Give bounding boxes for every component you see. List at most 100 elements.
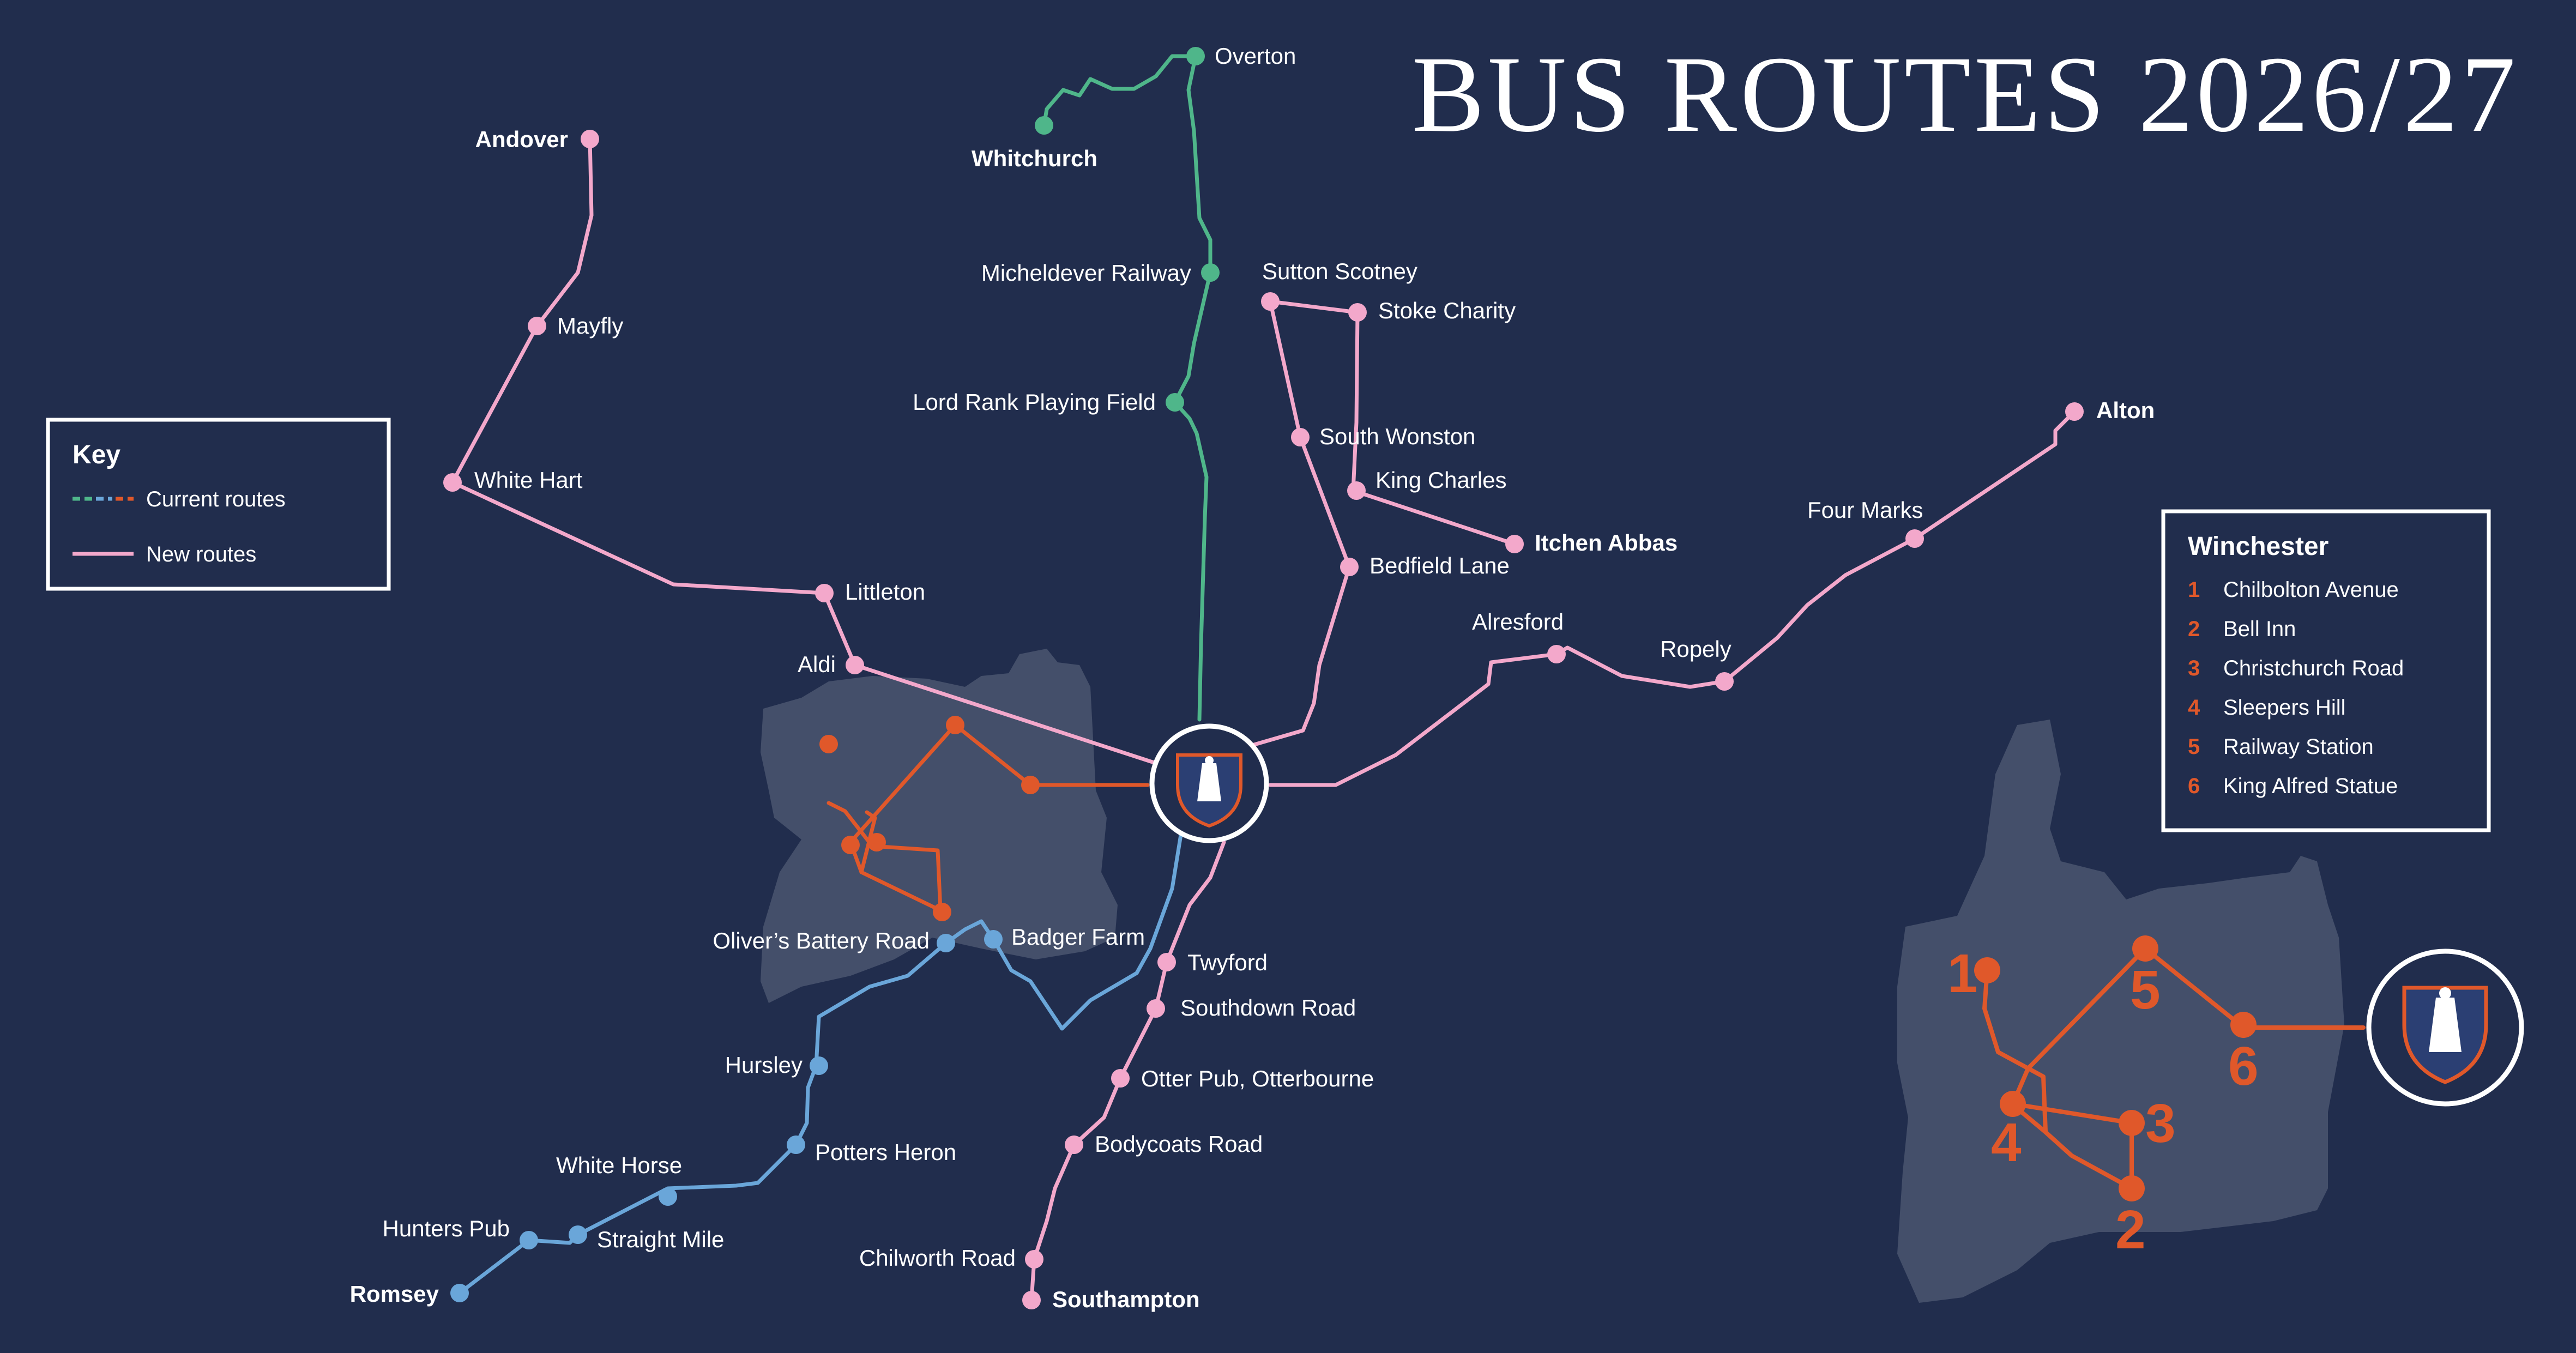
stop-itchen-abbas[interactable] <box>1505 535 1524 553</box>
inset-number-6: 6 <box>2228 1036 2259 1097</box>
crest-figure-icon <box>1197 763 1221 801</box>
route-alton <box>1268 409 2077 787</box>
stop-potters-heron[interactable] <box>787 1135 805 1154</box>
label-lord-rank-playing-field: Lord Rank Playing Field <box>913 389 1156 415</box>
stop-markers-orange <box>819 716 1040 921</box>
inset-stop-6[interactable] <box>2230 1012 2257 1038</box>
stop-orange-2[interactable] <box>933 903 951 921</box>
label-whitchurch: Whitchurch <box>972 146 1097 171</box>
label-stoke-charity: Stoke Charity <box>1378 298 1516 323</box>
label-bodycoats-road: Bodycoats Road <box>1095 1131 1263 1157</box>
stop-orange-4[interactable] <box>841 836 860 854</box>
stop-southdown-road[interactable] <box>1147 999 1165 1018</box>
inset-route-orange <box>2010 946 2366 1191</box>
stop-romsey[interactable] <box>450 1284 469 1302</box>
stop-four-marks[interactable] <box>1905 529 1924 548</box>
crest-head-icon <box>1205 756 1214 765</box>
winchester-hub <box>1149 723 1269 843</box>
inset-stop-markers <box>1974 935 2257 1201</box>
stop-twyford[interactable] <box>1157 953 1176 971</box>
stop-orange-3[interactable] <box>867 833 886 851</box>
stop-overton[interactable] <box>1186 47 1205 65</box>
label-hunters-pub: Hunters Pub <box>383 1216 510 1241</box>
stop-alton[interactable] <box>2065 402 2084 421</box>
label-hursley: Hursley <box>725 1052 803 1078</box>
stop-southampton[interactable] <box>1022 1291 1041 1309</box>
winchester-inset-city-area <box>1897 720 2344 1303</box>
stop-lord-rank-playing-field[interactable] <box>1166 393 1184 412</box>
stop-olivers-battery-road[interactable] <box>937 934 955 952</box>
inset-stop-3[interactable] <box>2119 1110 2145 1136</box>
stop-hursley[interactable] <box>810 1056 828 1075</box>
key-border <box>46 418 391 591</box>
label-white-hart: White Hart <box>474 467 583 493</box>
stop-aldi[interactable] <box>846 656 864 674</box>
label-otter-pub: Otter Pub, Otterbourne <box>1141 1066 1374 1091</box>
map-title: BUS ROUTES 2026/27 <box>1412 34 2519 155</box>
label-sutton-scotney: Sutton Scotney <box>1262 258 1417 284</box>
inset-crest-figure-icon <box>2429 998 2462 1052</box>
stop-orange-6[interactable] <box>1021 776 1040 794</box>
stop-stoke-charity[interactable] <box>1348 303 1367 322</box>
stop-bedfield-lane[interactable] <box>1340 558 1359 576</box>
label-chilworth-road: Chilworth Road <box>859 1245 1016 1271</box>
stop-white-hart[interactable] <box>443 473 462 492</box>
label-potters-heron: Potters Heron <box>815 1139 956 1165</box>
stop-markers-blue <box>450 930 1003 1302</box>
label-southampton: Southampton <box>1052 1286 1200 1312</box>
inset-stop-4[interactable] <box>2000 1091 2026 1117</box>
inset-number-3: 3 <box>2145 1093 2176 1154</box>
label-andover: Andover <box>475 126 568 152</box>
winchester-item-number: 2 <box>2188 617 2200 641</box>
inset-stop-2[interactable] <box>2119 1175 2145 1201</box>
label-olivers-battery-road: Oliver’s Battery Road <box>713 928 930 953</box>
label-aldi: Aldi <box>798 651 836 677</box>
stop-chilworth-road[interactable] <box>1025 1250 1043 1269</box>
label-badger-farm: Badger Farm <box>1011 924 1145 950</box>
stop-orange-5[interactable] <box>946 716 964 734</box>
winchester-item-name: Chilbolton Avenue <box>2223 578 2399 602</box>
stop-white-horse[interactable] <box>659 1187 677 1206</box>
label-littleton: Littleton <box>845 579 925 605</box>
stop-markers-green <box>1035 47 1220 412</box>
route-whitchurch-green <box>1042 54 1212 722</box>
stop-sutton-scotney[interactable] <box>1261 292 1280 311</box>
inset-stop-1[interactable] <box>1974 957 2000 983</box>
stop-mayfly[interactable] <box>528 317 546 335</box>
stop-south-wonston[interactable] <box>1291 428 1310 446</box>
stop-bodycoats-road[interactable] <box>1065 1135 1083 1154</box>
winchester-item-name: Railway Station <box>2223 735 2374 759</box>
stop-orange-1[interactable] <box>819 735 838 753</box>
label-overton: Overton <box>1215 43 1296 69</box>
current-routes <box>457 54 1212 1295</box>
winchester-item-number: 1 <box>2188 578 2200 602</box>
stop-straight-mile[interactable] <box>569 1225 587 1244</box>
stop-micheldever-railway[interactable] <box>1201 263 1220 282</box>
label-southdown-road: Southdown Road <box>1180 995 1356 1020</box>
inset-stop-5[interactable] <box>2132 935 2158 962</box>
stop-hunters-pub[interactable] <box>520 1231 538 1249</box>
route-romsey-blue <box>457 829 1184 1295</box>
winchester-item-name: King Alfred Statue <box>2223 774 2398 798</box>
label-twyford: Twyford <box>1187 950 1268 975</box>
inset-crest-head-icon <box>2439 987 2451 999</box>
stop-otter-pub[interactable] <box>1111 1069 1130 1088</box>
label-four-marks: Four Marks <box>1807 497 1923 523</box>
label-ropely: Ropely <box>1660 636 1732 662</box>
stop-littleton[interactable] <box>815 584 834 602</box>
inset-number-4: 4 <box>1991 1112 2022 1173</box>
key-current-routes-label: Current routes <box>146 487 286 511</box>
label-itchen-abbas: Itchen Abbas <box>1535 530 1678 555</box>
route-southampton <box>1029 840 1226 1302</box>
stop-alresford[interactable] <box>1547 645 1566 663</box>
label-white-horse: White Horse <box>556 1152 682 1178</box>
stop-andover[interactable] <box>581 130 599 148</box>
stop-whitchurch[interactable] <box>1035 116 1053 135</box>
stop-ropely[interactable] <box>1715 672 1734 691</box>
winchester-item-number: 5 <box>2188 735 2200 759</box>
label-romsey: Romsey <box>350 1281 439 1307</box>
stop-markers <box>443 130 2084 1309</box>
stop-badger-farm[interactable] <box>984 930 1003 949</box>
stop-king-charles[interactable] <box>1347 481 1366 500</box>
label-bedfield-lane: Bedfield Lane <box>1370 553 1510 578</box>
